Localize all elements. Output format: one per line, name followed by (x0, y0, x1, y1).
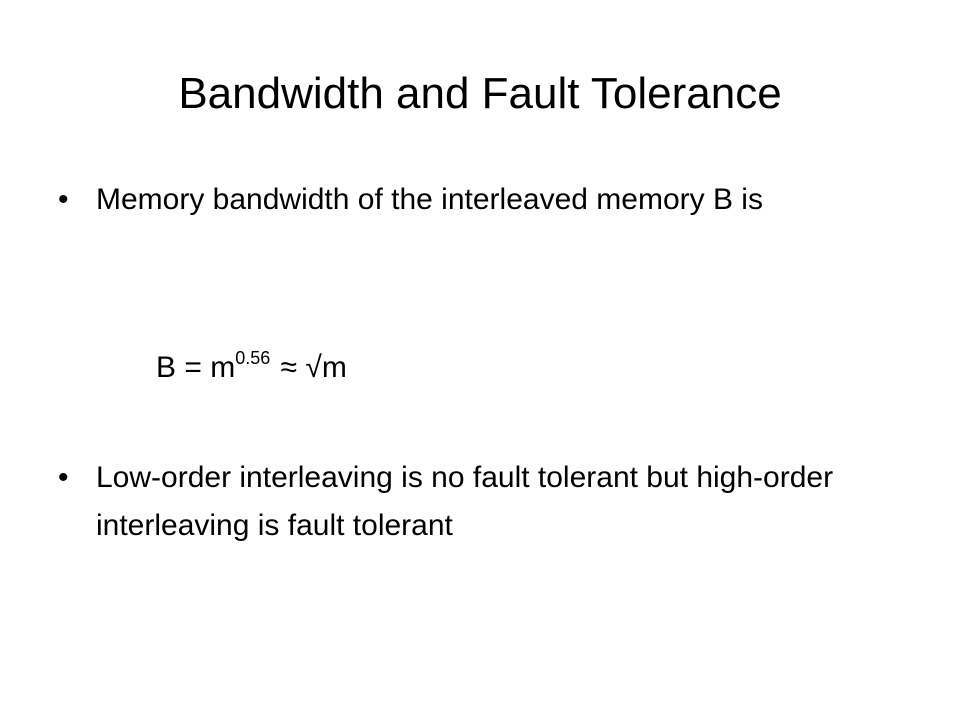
formula-exponent: 0.56 (235, 347, 271, 368)
bullet-marker: • (58, 461, 69, 494)
bandwidth-formula: B = m0.56 ≈ √m (156, 344, 347, 392)
bullet-text: Low-order interleaving is no fault toler… (96, 461, 834, 542)
bullet-text: Memory bandwidth of the interleaved memo… (96, 183, 763, 216)
slide-title: Bandwidth and Fault Tolerance (178, 69, 782, 118)
formula-rhs: ≈ √m (272, 351, 347, 384)
formula-lhs: B = m (156, 351, 236, 384)
bullet-marker: • (58, 183, 69, 216)
